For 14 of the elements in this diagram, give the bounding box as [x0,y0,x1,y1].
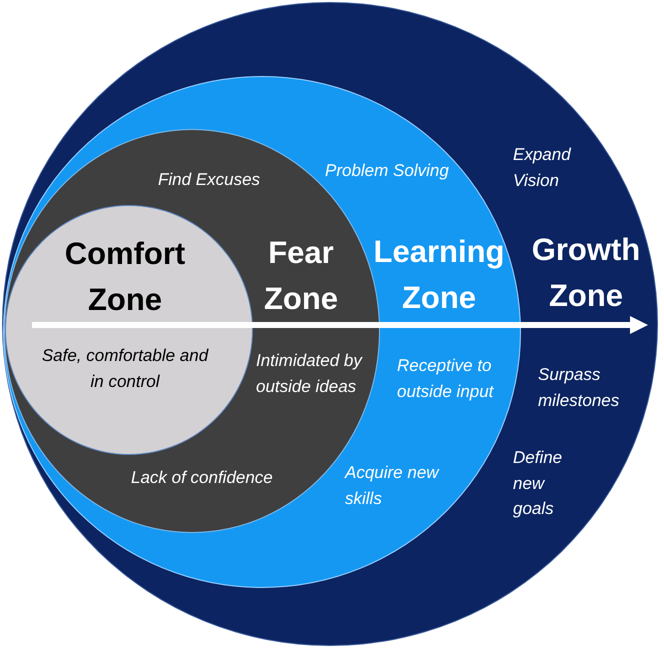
zone-description: Lack of confidence [131,467,274,489]
zone-title: Learning Zone [372,233,506,317]
zone-description: Surpass milestones [538,364,620,412]
zone-title: Comfort Zone [64,235,186,319]
zone-description: Problem Solving [325,160,450,182]
zone-title: Growth Zone [530,231,642,315]
zone-description: Receptive to outside input [397,355,495,402]
zone-description: Intimidated by outside ideas [256,350,364,398]
zone-description: Define new goals [513,447,564,520]
zone-description: Expand Vision [513,144,572,192]
zone-description: Find Excuses [158,169,262,191]
zone-title: Fear Zone [262,234,340,318]
zone-description: Safe, comfortable and in control [40,345,210,392]
zone-description: Acquire new skills [345,462,440,510]
